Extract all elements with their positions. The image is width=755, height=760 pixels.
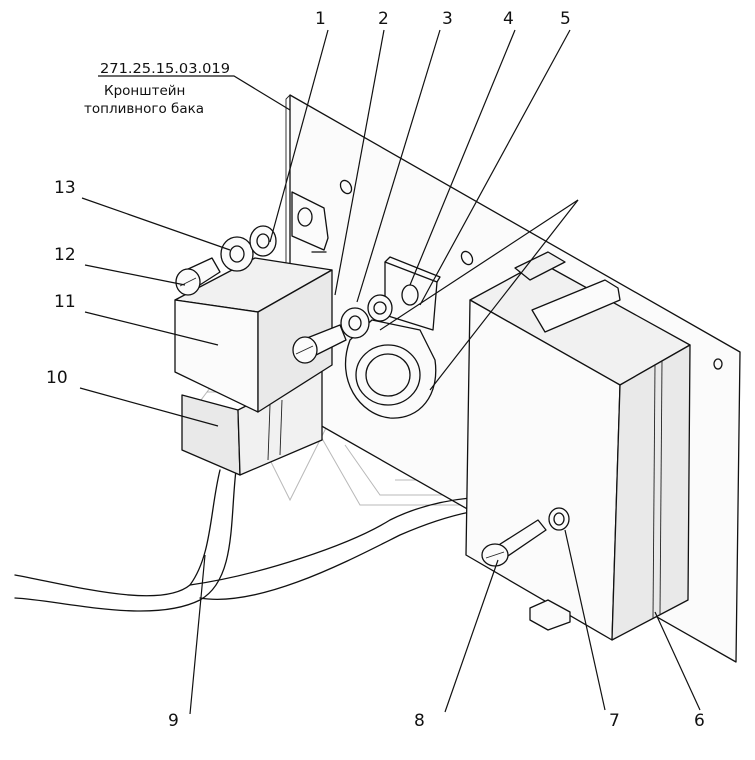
callout-6: 6 bbox=[694, 711, 705, 731]
screw-12 bbox=[175, 257, 221, 296]
washer-7 bbox=[548, 507, 570, 531]
callout-13: 13 bbox=[54, 178, 76, 198]
callout-7: 7 bbox=[609, 711, 620, 731]
washers-13 bbox=[220, 225, 277, 272]
connector-housing bbox=[174, 257, 333, 476]
callout-2: 2 bbox=[378, 9, 389, 29]
cable-harness bbox=[14, 469, 471, 612]
mounting-lug bbox=[291, 191, 329, 253]
callout-5: 5 bbox=[560, 9, 571, 29]
relay-block bbox=[465, 251, 691, 641]
callout-10: 10 bbox=[46, 368, 68, 388]
leader-lines bbox=[79, 29, 701, 715]
callout-1: 1 bbox=[315, 9, 326, 29]
callout-4: 4 bbox=[503, 9, 514, 29]
callout-11: 11 bbox=[54, 292, 76, 312]
caption-line-1: Кронштейн bbox=[104, 83, 185, 99]
caption-line-2: топливного бака bbox=[84, 101, 204, 117]
callout-9: 9 bbox=[168, 711, 179, 731]
callout-12: 12 bbox=[54, 245, 76, 265]
part-annotation: 271.25.15.03.019 Кронштейн топливного ба… bbox=[84, 62, 291, 117]
part-number: 271.25.15.03.019 bbox=[100, 62, 230, 77]
callout-numbers: 1 2 3 4 5 6 7 8 9 10 11 12 13 bbox=[46, 9, 705, 731]
callout-3: 3 bbox=[442, 9, 453, 29]
cable-clamp bbox=[340, 256, 441, 419]
screw-8 bbox=[481, 519, 547, 567]
callout-8: 8 bbox=[414, 711, 425, 731]
screw-2 bbox=[292, 324, 347, 364]
